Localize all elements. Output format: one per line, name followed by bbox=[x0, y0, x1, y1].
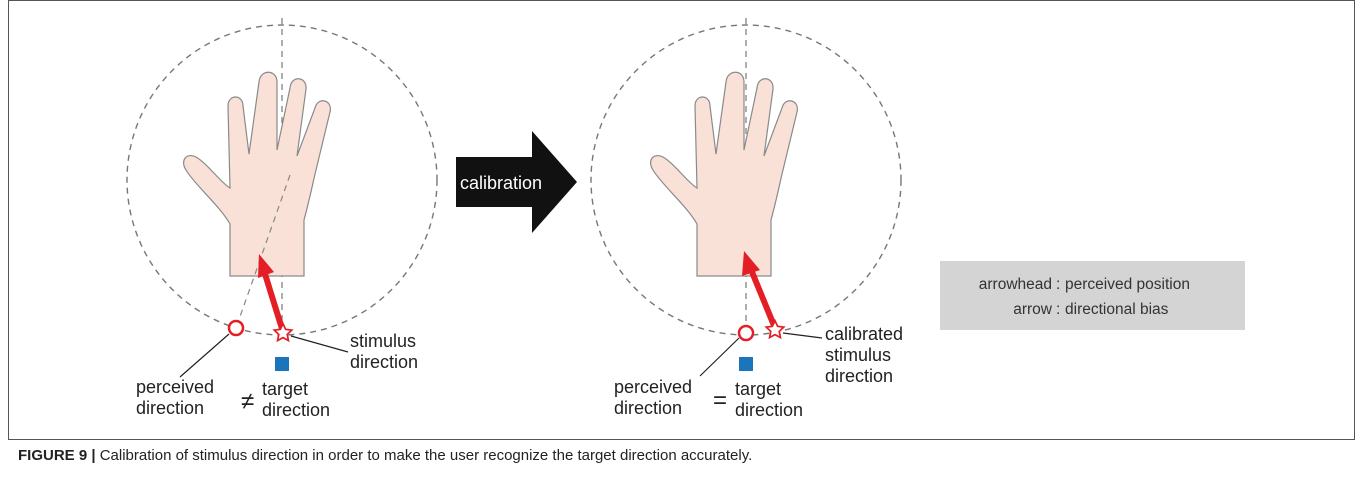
left-target-marker bbox=[275, 357, 289, 371]
legend-colon-1: : bbox=[1056, 276, 1060, 293]
legend-box: arrowhead : perceived position arrow : d… bbox=[940, 261, 1245, 330]
right-stimulus-label-2: stimulus bbox=[825, 345, 891, 365]
figure-caption-label: FIGURE 9 | bbox=[18, 447, 96, 464]
left-perceived-axis bbox=[235, 174, 291, 329]
left-bias-arrow bbox=[262, 273, 286, 333]
left-target-label-1: target bbox=[262, 379, 308, 399]
calibration-arrow-shape bbox=[456, 131, 577, 233]
left-target-label-2: direction bbox=[262, 400, 330, 420]
legend-background bbox=[940, 261, 1245, 330]
legend-key-arrow: arrow bbox=[1013, 301, 1053, 318]
left-stimulus-leader bbox=[290, 335, 349, 353]
left-perceived-label-2: direction bbox=[136, 398, 204, 418]
right-stimulus-leader bbox=[782, 332, 823, 339]
right-target-label-2: direction bbox=[735, 400, 803, 420]
calibration-arrow: calibration bbox=[456, 131, 577, 233]
right-stimulus-star bbox=[765, 319, 785, 339]
left-hand-illustration bbox=[183, 71, 331, 277]
left-perceived-label-1: perceived bbox=[136, 377, 214, 397]
left-relation-sign: ≠ bbox=[241, 388, 254, 415]
right-perceived-marker bbox=[737, 324, 755, 342]
left-bias-arrowhead bbox=[258, 254, 274, 278]
right-hand-illustration bbox=[650, 71, 798, 277]
figure-caption-text: Calibration of stimulus direction in ord… bbox=[95, 447, 753, 464]
figure-frame bbox=[8, 0, 1355, 440]
left-stimulus-label-2: direction bbox=[350, 352, 418, 372]
figure-caption: FIGURE 9 | Calibration of stimulus direc… bbox=[18, 447, 752, 464]
left-perceived-marker bbox=[227, 319, 245, 337]
right-bias-arrow bbox=[749, 270, 778, 330]
legend-value-directional-bias: directional bias bbox=[1065, 301, 1169, 318]
legend-value-perceived-position: perceived position bbox=[1065, 276, 1190, 293]
right-stimulus-label-1: calibrated bbox=[825, 324, 903, 344]
right-relation-sign: = bbox=[713, 387, 727, 414]
right-panel: calibrated stimulus direction perceived … bbox=[590, 18, 903, 420]
left-panel: stimulus direction perceived direction ≠… bbox=[126, 18, 438, 420]
right-perceived-label-2: direction bbox=[614, 398, 682, 418]
right-perceived-label-1: perceived bbox=[614, 377, 692, 397]
legend-colon-2: : bbox=[1056, 301, 1060, 318]
right-target-marker bbox=[739, 357, 753, 371]
right-bias-arrowhead bbox=[742, 251, 760, 276]
left-perceived-leader bbox=[179, 333, 230, 378]
right-target-label-1: target bbox=[735, 379, 781, 399]
right-stimulus-label-3: direction bbox=[825, 366, 893, 386]
left-stimulus-label-1: stimulus bbox=[350, 331, 416, 351]
calibration-arrow-label: calibration bbox=[460, 173, 542, 193]
left-stimulus-star bbox=[273, 322, 293, 342]
legend-key-arrowhead: arrowhead bbox=[979, 276, 1052, 293]
calibration-diagram: stimulus direction perceived direction ≠… bbox=[126, 18, 1245, 420]
right-perceived-leader bbox=[699, 337, 740, 377]
